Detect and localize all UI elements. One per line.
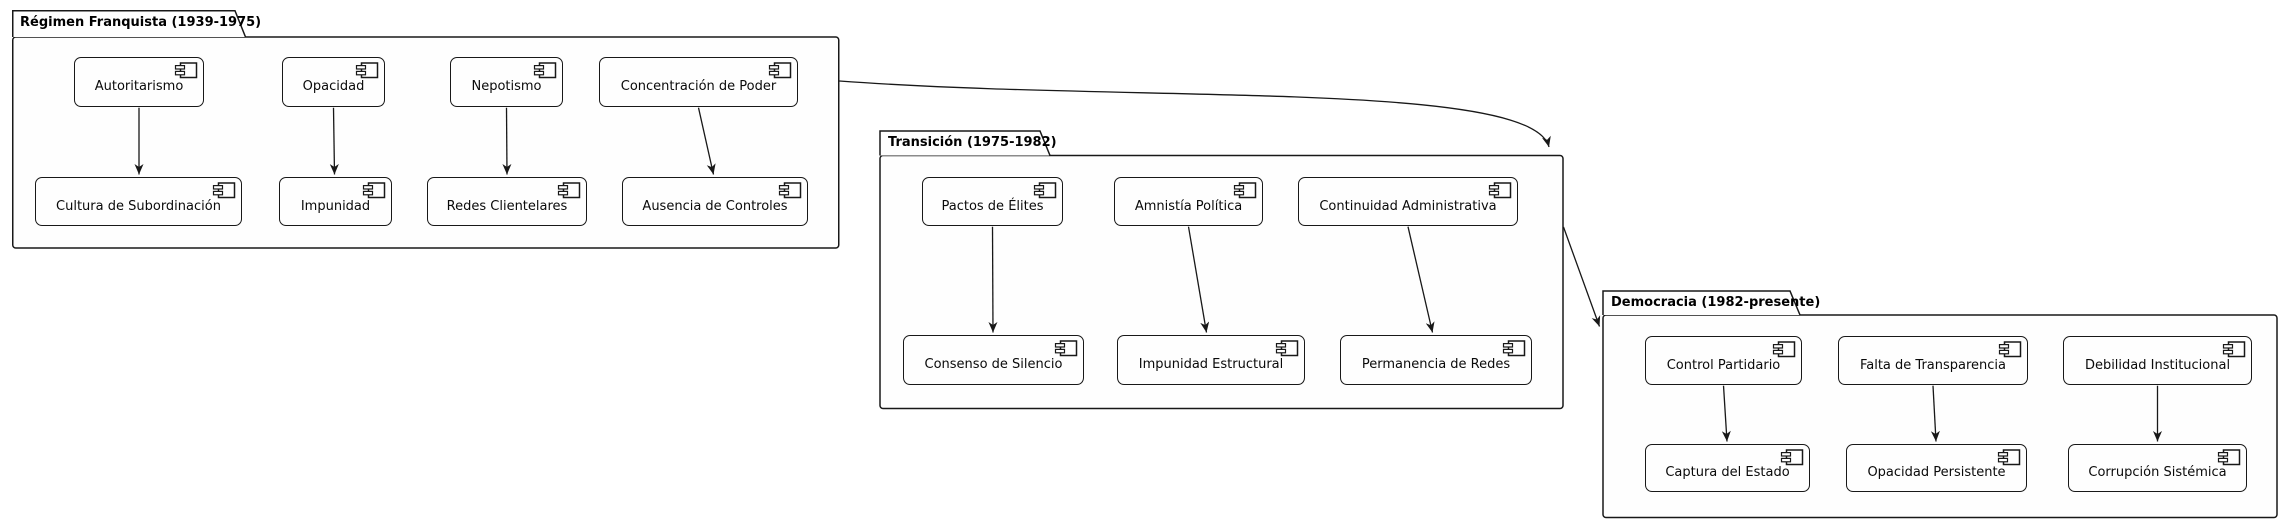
arrow-continuidad-permanencia	[1407, 226, 1435, 333]
component-icon	[1772, 341, 1796, 358]
component-icon	[355, 62, 379, 79]
component-control-partidario: Control Partidario	[1645, 336, 1802, 385]
component-label: Opacidad Persistente	[1867, 465, 2006, 480]
component-icon	[1033, 182, 1057, 199]
component-icon	[1233, 182, 1257, 199]
component-label: Autoritarismo	[94, 79, 184, 94]
component-label: Corrupción Sistémica	[2088, 465, 2227, 480]
component-icon	[174, 62, 198, 79]
component-icon	[1054, 340, 1078, 357]
component-cultura-de-subordinacion: Cultura de Subordinación	[35, 177, 242, 226]
component-icon	[768, 62, 792, 79]
component-icon	[212, 182, 236, 199]
component-icon	[1502, 340, 1526, 357]
component-impunidad: Impunidad	[279, 177, 392, 226]
component-icon	[557, 182, 581, 199]
component-opacidad-persistente: Opacidad Persistente	[1846, 444, 2027, 492]
package-title-regimen-franquista: Régimen Franquista (1939-1975)	[20, 15, 262, 30]
component-icon	[1998, 341, 2022, 358]
component-amnistia-politica: Amnistía Política	[1114, 177, 1263, 226]
component-icon	[1275, 340, 1299, 357]
component-icon	[362, 182, 386, 199]
arrow-opacidad-impunidad	[329, 107, 339, 175]
arrow-concentracion-ausencia	[697, 107, 716, 175]
component-icon	[1997, 449, 2021, 466]
component-label: Nepotismo	[471, 79, 542, 94]
component-label: Redes Clientelares	[446, 198, 568, 214]
component-consenso-de-silencio: Consenso de Silencio	[903, 335, 1084, 385]
component-debilidad-institucional: Debilidad Institucional	[2063, 336, 2252, 385]
component-icon	[2222, 341, 2246, 358]
package-title-transicion: Transición (1975-1982)	[888, 135, 1057, 150]
component-captura-del-estado: Captura del Estado	[1645, 444, 1810, 492]
arrow-control-captura	[1721, 385, 1731, 442]
component-icon	[533, 62, 557, 79]
component-corrupcion-sistemica: Corrupción Sistémica	[2068, 444, 2247, 492]
arrow-falta-opacidad-persistente	[1930, 385, 1940, 442]
component-label: Control Partidario	[1666, 357, 1781, 373]
component-redes-clientelares: Redes Clientelares	[427, 177, 587, 226]
component-label: Continuidad Administrativa	[1319, 198, 1497, 214]
component-label: Debilidad Institucional	[2084, 357, 2231, 373]
component-label: Concentración de Poder	[620, 79, 777, 94]
component-label: Impunidad	[300, 198, 371, 214]
component-label: Opacidad	[302, 79, 365, 94]
arrow-franquismo-transicion	[839, 80, 1551, 148]
component-concentracion-de-poder: Concentración de Poder	[599, 57, 798, 107]
arrow-amnistia-impunidad-estructural	[1187, 226, 1210, 333]
component-opacidad: Opacidad	[282, 57, 385, 107]
component-icon	[2217, 449, 2241, 466]
component-pactos-de-elites: Pactos de Élites	[922, 177, 1063, 226]
component-label: Ausencia de Controles	[642, 198, 788, 214]
component-nepotismo: Nepotismo	[450, 57, 563, 107]
component-label: Cultura de Subordinación	[56, 198, 221, 214]
arrow-nepotismo-redes	[502, 107, 512, 175]
arrow-pactos-consenso	[988, 226, 998, 333]
component-permanencia-de-redes: Permanencia de Redes	[1340, 335, 1532, 385]
component-falta-de-transparencia: Falta de Transparencia	[1838, 336, 2028, 385]
component-label: Pactos de Élites	[941, 198, 1044, 214]
component-continuidad-administrativa: Continuidad Administrativa	[1298, 177, 1518, 226]
component-icon	[1780, 449, 1804, 466]
component-icon	[1488, 182, 1512, 199]
package-title-democracia: Democracia (1982-presente)	[1611, 295, 1821, 310]
component-label: Amnistía Política	[1134, 198, 1243, 214]
arrow-transicion-democracia	[1562, 226, 1601, 327]
component-impunidad-estructural: Impunidad Estructural	[1117, 335, 1305, 385]
component-icon	[778, 182, 802, 199]
component-label: Falta de Transparencia	[1859, 357, 2007, 373]
component-autoritarismo: Autoritarismo	[74, 57, 204, 107]
component-label: Impunidad Estructural	[1138, 357, 1284, 372]
component-label: Consenso de Silencio	[924, 357, 1063, 372]
component-ausencia-de-controles: Ausencia de Controles	[622, 177, 808, 226]
component-label: Captura del Estado	[1665, 465, 1790, 480]
component-label: Permanencia de Redes	[1361, 357, 1511, 372]
